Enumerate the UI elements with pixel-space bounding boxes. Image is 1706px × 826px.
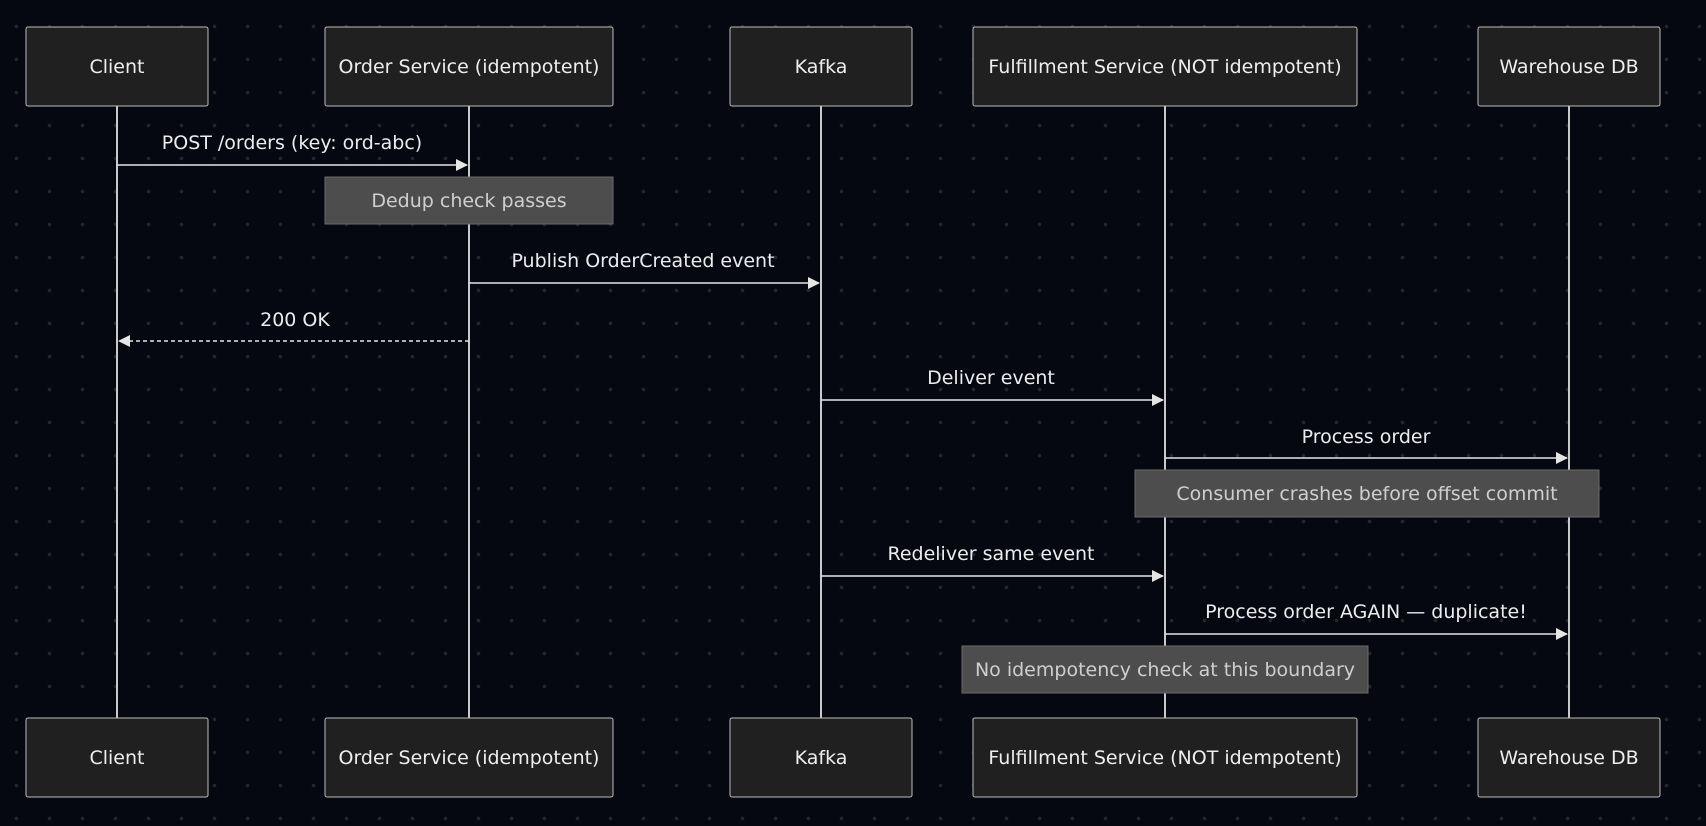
actor-label: Warehouse DB [1499,56,1638,78]
message-200-ok: 200 OK [118,309,469,347]
message-deliver-event: Deliver event [821,367,1164,406]
message-redeliver-event: Redeliver same event [821,543,1164,582]
actors-bottom: Client Order Service (idempotent) Kafka … [25,717,1661,798]
message-post-orders: POST /orders (key: ord-abc) [117,132,468,171]
note-label: No idempotency check at this boundary [975,659,1355,681]
actor-client-bottom: Client [25,717,209,798]
actor-label: Fulfillment Service (NOT idempotent) [988,56,1341,78]
message-label: Publish OrderCreated event [511,250,774,272]
actor-label: Order Service (idempotent) [339,56,600,78]
actor-warehouse-db-bottom: Warehouse DB [1477,717,1661,798]
note-no-idempotency: No idempotency check at this boundary [961,645,1369,694]
actors-top: Client Order Service (idempotent) Kafka … [25,26,1661,107]
actor-label: Fulfillment Service (NOT idempotent) [988,747,1341,769]
actor-order-service-top: Order Service (idempotent) [324,26,614,107]
actor-label: Client [89,747,144,769]
message-process-order: Process order [1165,426,1568,464]
actor-label: Client [89,56,144,78]
message-label: POST /orders (key: ord-abc) [162,132,422,154]
message-label: 200 OK [260,309,330,331]
note-dedup-check: Dedup check passes [324,176,614,225]
message-process-order-again: Process order AGAIN — duplicate! [1165,601,1568,640]
message-publish-event: Publish OrderCreated event [469,250,820,289]
actor-fulfillment-service-top: Fulfillment Service (NOT idempotent) [972,26,1358,107]
message-label: Redeliver same event [887,543,1094,565]
actor-label: Order Service (idempotent) [339,747,600,769]
message-label: Process order AGAIN — duplicate! [1205,601,1527,623]
note-label: Dedup check passes [371,190,566,212]
actor-label: Kafka [795,56,848,78]
actor-kafka-bottom: Kafka [729,717,913,798]
note-consumer-crash: Consumer crashes before offset commit [1134,469,1600,518]
actor-order-service-bottom: Order Service (idempotent) [324,717,614,798]
notes: Dedup check passes Consumer crashes befo… [324,176,1600,694]
message-label: Process order [1302,426,1431,448]
message-label: Deliver event [927,367,1055,389]
messages: POST /orders (key: ord-abc) Publish Orde… [117,132,1568,640]
actor-label: Warehouse DB [1499,747,1638,769]
note-label: Consumer crashes before offset commit [1176,483,1557,505]
actor-label: Kafka [795,747,848,769]
actor-fulfillment-service-bottom: Fulfillment Service (NOT idempotent) [972,717,1358,798]
actor-warehouse-db-top: Warehouse DB [1477,26,1661,107]
actor-client-top: Client [25,26,209,107]
actor-kafka-top: Kafka [729,26,913,107]
